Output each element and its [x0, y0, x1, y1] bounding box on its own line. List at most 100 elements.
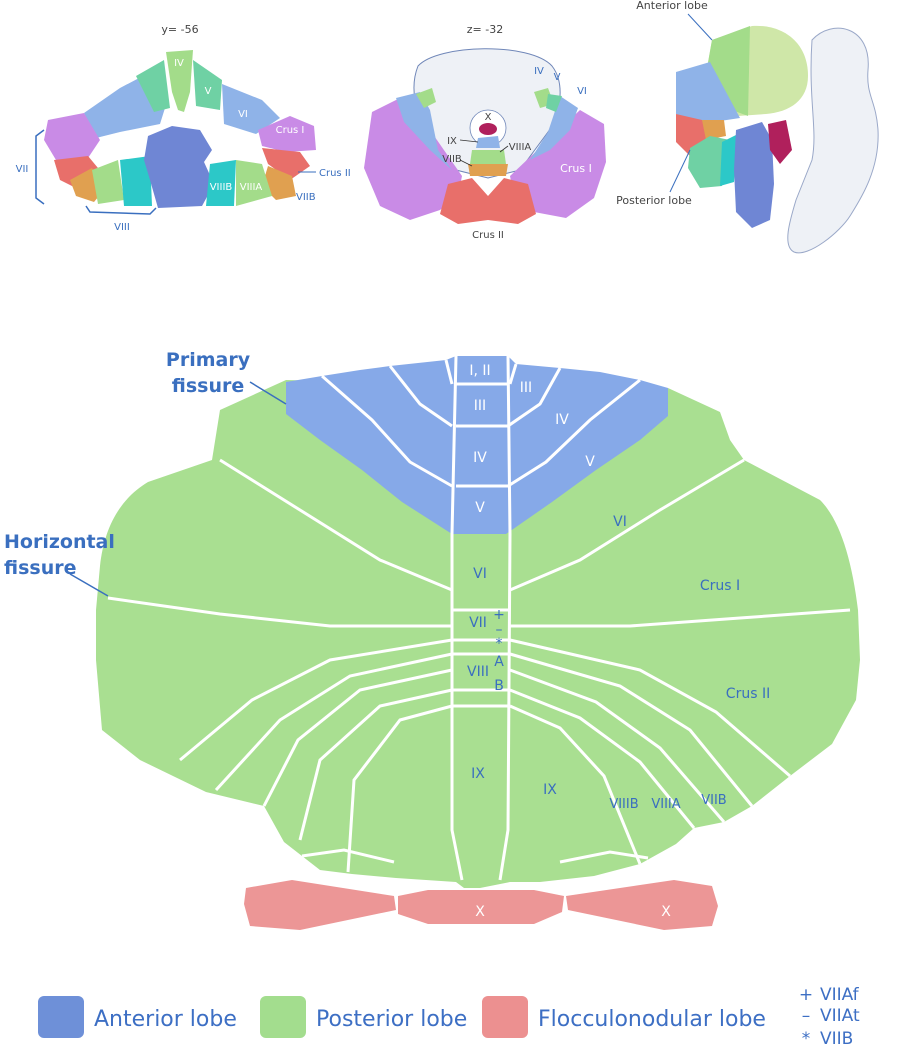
axial-viiia: [470, 150, 506, 164]
label-crus1: Crus I: [700, 578, 740, 594]
label-a: A: [494, 654, 504, 670]
coronal-iv: [166, 50, 193, 112]
label-vi-hemisphere: VI: [613, 514, 627, 530]
anterior-lobe-region: [286, 356, 668, 534]
label-v-hemisphere: V: [585, 454, 595, 470]
legend-label-flocculonodular: Flocculonodular lobe: [538, 1007, 766, 1032]
label-iv-hemisphere: IV: [555, 412, 569, 428]
coronal-label-iv: IV: [174, 58, 184, 69]
coronal-label-viiia: VIIIA: [240, 182, 263, 193]
coronal-viiib-left: [120, 156, 152, 206]
sagittal-vi: [676, 62, 740, 124]
key-label-viiaf: VIIAf: [820, 985, 860, 1005]
axial-panel: z= -32 X IX VIIIA VIIB IV V VI Crus I Cr…: [364, 23, 606, 241]
axial-label-crus2: Crus II: [472, 230, 504, 241]
coronal-viiib-right: [206, 160, 236, 206]
sagittal-posterior-pointer: [669, 149, 691, 193]
sagittal-panel: Anterior lobe Posterior lobe: [616, 0, 879, 254]
axial-crus1-right: [510, 110, 606, 218]
horizontal-fissure-label-2: fissure: [4, 557, 76, 579]
axial-vi-left: [396, 92, 452, 170]
legend-label-anterior: Anterior lobe: [94, 1007, 237, 1032]
label-minus: –: [496, 622, 503, 638]
axial-crus1-left: [364, 98, 462, 220]
axial-label-x: X: [485, 112, 492, 123]
label-v-vermis: V: [475, 500, 485, 516]
axial-ix-pointer: [459, 139, 479, 143]
axial-viiia-pointer: [499, 145, 509, 153]
coronal-viii-bracket: [85, 205, 157, 215]
axial-viib-pointer: [459, 159, 473, 167]
coronal-vii-bracket: [35, 129, 45, 205]
flocculus-left: [244, 880, 396, 930]
coronal-crus1-right: [258, 116, 316, 152]
legend-swatch-anterior: [38, 996, 84, 1038]
flatmap: Primary fissure Horizontal fissure I, II…: [4, 349, 860, 930]
label-star: *: [496, 636, 503, 652]
sagittal-viiia: [688, 136, 730, 188]
axial-crus2: [440, 178, 536, 224]
axial-label-viiia: VIIIA: [509, 142, 532, 153]
sagittal-brainstem: [787, 27, 879, 254]
key-label-viiat: VIIAt: [820, 1006, 860, 1026]
coronal-ix: [144, 126, 214, 208]
coronal-viiia-left: [92, 160, 124, 204]
axial-ix: [476, 136, 500, 148]
axial-v-right: [546, 94, 562, 112]
coronal-v-right: [193, 60, 222, 110]
coronal-v-left: [136, 60, 170, 112]
label-viib: VIIB: [701, 793, 726, 808]
flocculus-right: [566, 880, 718, 930]
coronal-crus2-left: [54, 156, 98, 190]
label-iii-hemisphere: III: [520, 380, 532, 396]
coronal-label-viii: VIII: [114, 222, 130, 233]
axial-v-left: [416, 88, 436, 108]
legend-swatch-posterior: [260, 996, 306, 1038]
primary-fissure-pointer: [249, 381, 287, 405]
coronal-label-crus2: Crus II: [319, 168, 351, 179]
coronal-label-viiib: VIIIB: [210, 182, 233, 193]
label-ix-hemisphere: IX: [543, 782, 557, 798]
sagittal-viib: [702, 120, 726, 140]
coronal-label-crus1: Crus I: [276, 125, 305, 136]
axial-vi-right: [530, 96, 578, 160]
primary-fissure-label-1: Primary: [166, 349, 251, 371]
legend-label-posterior: Posterior lobe: [316, 1007, 467, 1032]
fissure-lines: [107, 355, 851, 881]
axial-label-crus1: Crus I: [560, 162, 592, 175]
axial-label-viib: VIIB: [442, 154, 462, 165]
label-iii-vermis: III: [474, 398, 486, 414]
label-crus2: Crus II: [726, 686, 770, 702]
horizontal-fissure-pointer: [69, 573, 109, 597]
coronal-vi-right: [222, 84, 280, 134]
axial-label-iv: IV: [534, 66, 544, 77]
key-symbol-star: *: [802, 1029, 811, 1049]
lobule-labels: I, II III III IV IV V V VI VI Crus I VII…: [467, 363, 770, 920]
horizontal-fissure-label-1: Horizontal: [4, 531, 115, 553]
label-vi-vermis: VI: [473, 566, 487, 582]
sagittal-x: [768, 120, 792, 164]
primary-fissure-label-2: fissure: [172, 375, 244, 397]
label-viiia: VIIIA: [651, 797, 680, 812]
axial-label-v: V: [554, 72, 561, 83]
label-iv-vermis: IV: [473, 450, 487, 466]
sagittal-anterior-pointer: [687, 13, 713, 41]
sagittal-viiib: [720, 134, 738, 186]
coronal-label-viib: VIIB: [296, 192, 316, 203]
sagittal-label-posterior: Posterior lobe: [616, 194, 692, 207]
coronal-label-vi: VI: [238, 109, 248, 120]
label-b: B: [494, 678, 504, 694]
label-viiib: VIIIB: [609, 797, 638, 812]
coronal-viiia-right: [236, 160, 272, 206]
label-i-ii: I, II: [469, 363, 490, 379]
sagittal-label-anterior: Anterior lobe: [636, 0, 708, 12]
coronal-label-v: V: [205, 86, 212, 97]
legend: Anterior lobe Posterior lobe Flocculonod…: [38, 985, 860, 1049]
coronal-label-vii: VII: [16, 164, 29, 175]
key-symbol-plus: +: [799, 985, 813, 1005]
coronal-title: y= -56: [161, 23, 198, 36]
nodulus: [398, 890, 564, 924]
coronal-panel: y= -56 IV V VI Crus I: [16, 23, 351, 233]
label-vii: VII: [469, 615, 487, 631]
